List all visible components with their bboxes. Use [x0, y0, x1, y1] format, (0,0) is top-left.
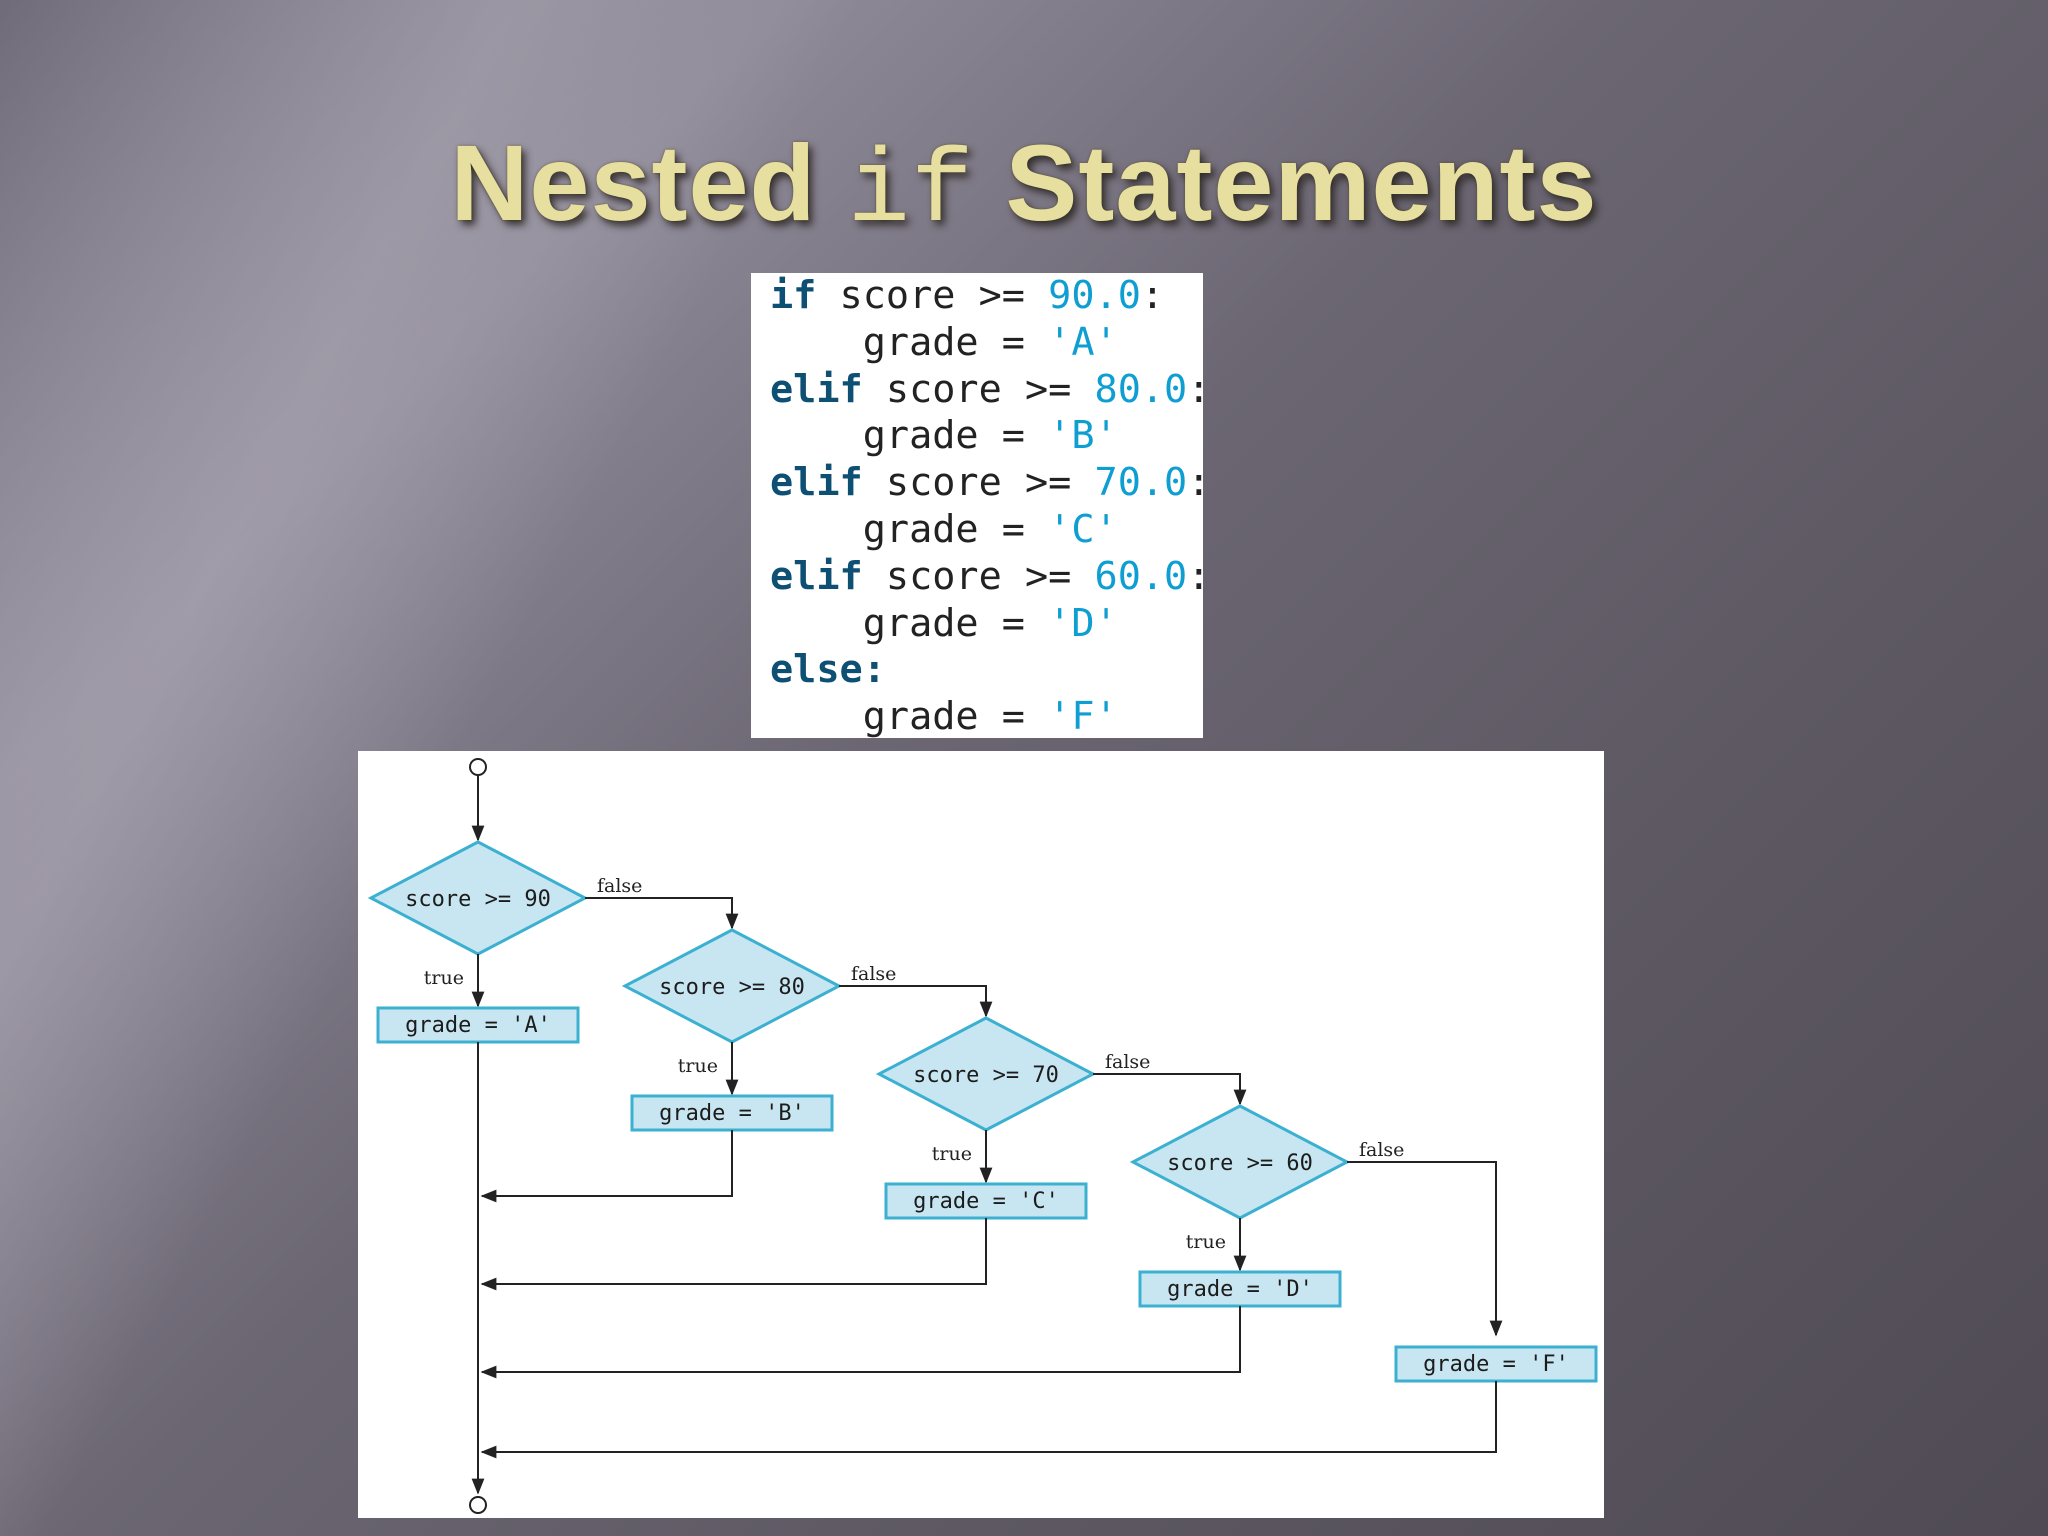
false-label: false	[1359, 1139, 1404, 1161]
code-colon: :	[1187, 366, 1211, 412]
decision-label: score >= 60	[1167, 1151, 1313, 1176]
code-line: grade = 'B'	[770, 413, 1203, 460]
code-keyword: if	[770, 273, 817, 318]
decision-label: score >= 80	[659, 975, 805, 1000]
decision-label: score >= 70	[913, 1063, 1059, 1088]
code-keyword: else:	[770, 647, 886, 693]
flow-arrow	[480, 1381, 1497, 1459]
action-label: grade = 'D'	[1167, 1277, 1313, 1302]
code-string: 'A'	[1048, 319, 1118, 365]
code-number: 70.0	[1094, 460, 1188, 506]
flow-arrow	[1347, 1161, 1503, 1337]
code-string: 'C'	[1048, 506, 1118, 552]
code-text: score >=	[862, 553, 1095, 599]
start-node	[469, 758, 487, 776]
code-line: elif score >= 80.0:	[770, 366, 1210, 414]
action-box	[630, 1094, 834, 1132]
flow-arrow	[839, 985, 993, 1018]
code-colon: :	[1187, 553, 1211, 599]
code-keyword: elif	[770, 366, 863, 412]
flow-arrow	[1093, 1073, 1247, 1106]
code-keyword: elif	[770, 553, 863, 599]
action-label: grade = 'F'	[1423, 1352, 1569, 1377]
code-text: grade =	[862, 506, 1049, 552]
true-label: true	[932, 1143, 972, 1165]
code-text: score >=	[862, 366, 1095, 412]
true-label: true	[1186, 1231, 1226, 1253]
flow-arrow	[480, 1218, 987, 1291]
code-number: 80.0	[1094, 366, 1188, 412]
true-label: true	[424, 967, 464, 989]
code-text: score >=	[862, 460, 1095, 506]
flow-arrow	[585, 897, 739, 930]
code-text: grade =	[862, 413, 1049, 459]
code-line: elif score >= 70.0:	[770, 460, 1210, 507]
flow-arrow	[480, 1306, 1241, 1379]
action-label: grade = 'A'	[405, 1013, 551, 1038]
code-line: grade = 'C'	[770, 507, 1203, 554]
code-colon: :	[1140, 273, 1165, 318]
code-indent	[770, 507, 863, 552]
code-number: 90.0	[1048, 273, 1141, 318]
code-text: score >=	[816, 273, 1049, 318]
code-text: grade =	[862, 694, 1049, 740]
flowchart: score >= 90 false true grade = 'A' score >= …	[358, 751, 1604, 1518]
title-code-keyword: if	[847, 134, 975, 252]
end-node	[469, 1496, 487, 1514]
code-snippet: if score >= 90.0: grade = 'A'elif score …	[751, 273, 1210, 741]
action-label: grade = 'C'	[913, 1189, 1059, 1214]
slide-title: Nested if Statements	[0, 120, 2048, 252]
flow-arrow	[480, 1130, 733, 1203]
code-string: 'B'	[1048, 413, 1118, 459]
code-indent	[770, 320, 863, 365]
code-line: else:	[770, 647, 1203, 694]
code-line: if score >= 90.0:	[770, 273, 1203, 320]
code-colon: :	[1187, 460, 1211, 506]
title-suffix: Statements	[1005, 122, 1598, 243]
code-line: grade = 'D'	[770, 601, 1203, 648]
decision-label: score >= 90	[405, 887, 551, 912]
title-prefix: Nested	[450, 122, 817, 243]
flowchart-svg: score >= 90 false true grade = 'A' score >= …	[367, 758, 1598, 1514]
code-indent	[770, 694, 863, 739]
code-number: 60.0	[1094, 553, 1188, 599]
code-indent	[770, 601, 863, 646]
code-line: elif score >= 60.0:	[770, 553, 1210, 601]
code-text: grade =	[862, 600, 1049, 646]
action-box	[1138, 1270, 1342, 1308]
code-line: grade = 'A'	[770, 320, 1203, 367]
action-box	[376, 1006, 580, 1044]
true-label: true	[678, 1055, 718, 1077]
code-keyword: elif	[770, 460, 863, 506]
code-indent	[770, 413, 863, 458]
code-string: 'F'	[1048, 694, 1118, 740]
action-label: grade = 'B'	[659, 1101, 805, 1126]
code-line: grade = 'F'	[770, 694, 1203, 741]
code-text: grade =	[862, 319, 1049, 365]
false-label: false	[1105, 1051, 1150, 1073]
code-string: 'D'	[1048, 600, 1118, 646]
false-label: false	[597, 875, 642, 897]
false-label: false	[851, 963, 896, 985]
